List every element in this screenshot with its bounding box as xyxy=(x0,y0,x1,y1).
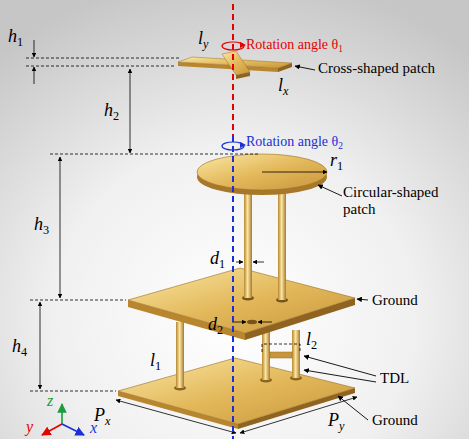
circular-patch xyxy=(197,154,327,195)
subscript: 2 xyxy=(311,338,317,352)
dimension-label: l2 xyxy=(306,329,317,350)
dimension-lines-part xyxy=(26,58,180,59)
rotation-axes-part xyxy=(240,142,246,148)
l2-dimension xyxy=(262,344,300,352)
leader-lines-part xyxy=(357,299,368,300)
dimension-label: d1 xyxy=(210,248,225,269)
dimension-lines-part xyxy=(60,157,61,298)
part-label: Ground xyxy=(372,292,418,309)
tdl-posts-part xyxy=(270,352,292,358)
dimension-lines-part xyxy=(34,67,35,84)
symbol: l xyxy=(278,75,283,95)
symbol: l xyxy=(198,28,203,48)
part-label: Circular-shaped patch xyxy=(343,184,465,219)
subscript: y xyxy=(339,419,344,433)
dimension-label: h3 xyxy=(34,214,49,235)
leader-lines-part xyxy=(338,396,368,420)
dimension-lines xyxy=(26,40,357,433)
tdl-posts-part xyxy=(262,330,270,380)
dimension-lines-part xyxy=(262,172,327,173)
feed-pillars-part xyxy=(278,176,286,300)
axis-label: z xyxy=(47,392,53,410)
subscript: x xyxy=(105,414,110,428)
middle-ground-plane-part xyxy=(247,320,257,324)
rotation-label: Rotation angle θ1 xyxy=(246,37,343,53)
dimension-lines-part xyxy=(30,300,126,301)
leader-lines-part xyxy=(318,185,342,196)
subscript: 2 xyxy=(338,141,343,151)
dimension-lines-part xyxy=(50,154,260,155)
coordinate-axes-part xyxy=(62,424,84,435)
subscript: y xyxy=(203,37,208,51)
dimension-label: h1 xyxy=(8,26,23,47)
symbol: h xyxy=(104,100,113,120)
dimension-lines-part xyxy=(40,302,41,389)
leader-lines-part xyxy=(304,370,376,382)
subscript: 4 xyxy=(21,345,27,359)
rotation-label: Rotation angle θ2 xyxy=(246,134,343,150)
label-text: Rotation angle θ xyxy=(246,134,338,149)
coordinate-axes-part xyxy=(61,404,63,424)
subscript: 1 xyxy=(155,359,161,373)
subscript: 1 xyxy=(219,257,225,271)
subscript: 1 xyxy=(17,35,23,49)
symbol: h xyxy=(8,26,17,46)
axis-label: x xyxy=(90,419,97,437)
middle-ground-plane-part xyxy=(128,268,355,333)
dimension-lines-part xyxy=(240,397,357,433)
dimension-lines-part xyxy=(30,391,116,392)
symbol: h xyxy=(12,336,21,356)
dimension-lines-part xyxy=(253,262,264,263)
dimension-lines-part xyxy=(116,400,236,433)
cross-patch xyxy=(178,51,292,79)
subscript: x xyxy=(283,84,288,98)
symbol: d xyxy=(208,314,217,334)
middle-ground-plane xyxy=(128,268,355,340)
subscript: 3 xyxy=(43,223,49,237)
leader-lines-part xyxy=(304,356,376,376)
coordinate-axes-part xyxy=(42,424,62,435)
subscript: 2 xyxy=(217,323,223,337)
rotation-axes-part xyxy=(240,42,246,48)
symbol: l xyxy=(150,350,155,370)
subscript: 2 xyxy=(113,109,119,123)
dimension-lines-part xyxy=(232,322,246,323)
cross-patch-part xyxy=(222,51,250,75)
rotation-axes-part xyxy=(232,136,234,439)
symbol: P xyxy=(328,410,339,430)
rotation-axes xyxy=(222,4,246,439)
tdl-posts-part xyxy=(292,330,300,378)
dimension-label: d2 xyxy=(208,314,223,335)
symbol: l xyxy=(306,329,311,349)
leader-lines xyxy=(295,66,376,420)
dimension-lines-part xyxy=(236,262,243,263)
symbol: h xyxy=(34,214,43,234)
dimension-label: h2 xyxy=(104,100,119,121)
subscript: 1 xyxy=(338,44,343,54)
leader-lines-part xyxy=(295,66,315,70)
rotation-axes-part xyxy=(232,4,234,136)
part-label: Cross-shaped patch xyxy=(318,60,435,77)
dimension-label: lx xyxy=(278,75,288,96)
dimension-label: l1 xyxy=(150,350,161,371)
axis-label: y xyxy=(26,418,33,436)
label-text: Rotation angle θ xyxy=(246,37,338,52)
part-label: Ground xyxy=(372,412,418,429)
dimension-lines-part xyxy=(34,40,35,57)
circular-patch-part xyxy=(197,154,327,190)
symbol: r xyxy=(330,150,337,170)
dimension-lines-part xyxy=(258,322,272,323)
subscript: 1 xyxy=(337,159,343,173)
dimension-label: h4 xyxy=(12,336,27,357)
tdl-posts-part xyxy=(176,322,184,388)
dimension-lines-part xyxy=(130,69,131,153)
part-label: TDL xyxy=(380,370,409,387)
symbol: d xyxy=(210,248,219,268)
dimension-label: r1 xyxy=(330,150,343,171)
dimension-label: ly xyxy=(198,28,208,49)
dimension-label: Py xyxy=(328,410,344,431)
dimension-lines-part xyxy=(26,66,176,67)
